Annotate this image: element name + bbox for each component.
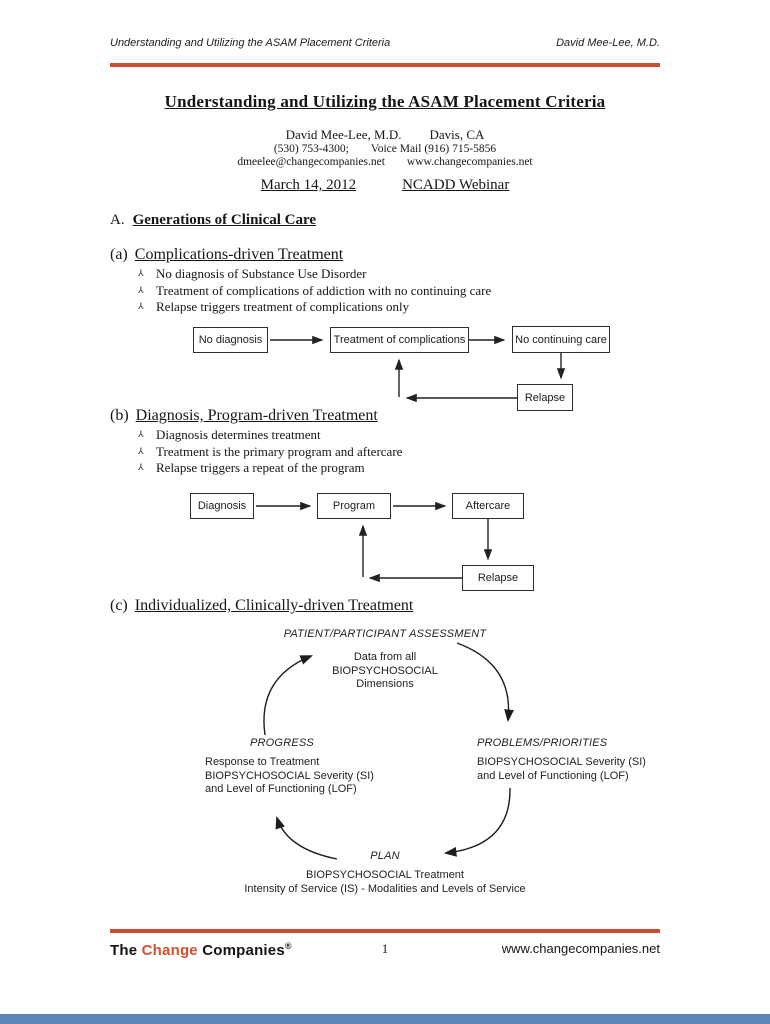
contact-line-3: dmeelee@changecompanies.net www.changecom… [110, 156, 660, 168]
bullet-icon: ⅄ [138, 430, 144, 440]
cycle-text-line: BIOPSYCHOSOCIAL [332, 664, 438, 677]
list-item: ⅄ Treatment is the primary program and a… [110, 444, 660, 461]
cycle-text-line: and Level of Functioning (LOF) [477, 769, 629, 782]
flow-box-aftercare: Aftercare [452, 493, 524, 519]
list-item: ⅄ Treatment of complications of addictio… [110, 283, 660, 300]
cycle-label-plan: PLAN [370, 850, 400, 862]
bullet-icon: ⅄ [138, 446, 144, 457]
email: dmeelee@changecompanies.net [237, 156, 385, 168]
dateline: March 14, 2012 NCADD Webinar [110, 177, 660, 194]
subsection-b-heading: (b) Diagnosis, Program-driven Treatment [110, 407, 660, 425]
cycle-text-problems: BIOPSYCHOSOCIAL Severity (SI) and Level … [477, 756, 646, 783]
subsection-a-prefix: (a) [110, 246, 128, 263]
subsection-c-heading: (c) Individualized, Clinically-driven Tre… [110, 597, 660, 615]
cycle-text-line: Response to Treatment [205, 756, 320, 768]
bullet-text: Treatment is the primary program and aft… [156, 443, 403, 459]
voicemail: Voice Mail (916) 715-5856 [370, 143, 497, 155]
flow-box-program: Program [317, 493, 391, 519]
running-header: Understanding and Utilizing the ASAM Pla… [110, 37, 660, 49]
flow-box-relapse: Relapse [517, 384, 573, 411]
cycle-arrows [263, 642, 514, 860]
brand-logo: The Change Companies® [110, 941, 292, 959]
contact-line-1: David Mee-Lee, M.D. Davis, CA [110, 127, 660, 143]
subsection-c-title: Individualized, Clinically-driven Treatm… [134, 597, 414, 614]
program-flow-diagram: Diagnosis Program Aftercare Relapse [110, 488, 660, 598]
date: March 14, 2012 [260, 177, 357, 193]
cycle-text-line: BIOPSYCHOSOCIAL Severity (SI) [205, 769, 374, 782]
bullet-text: Relapse triggers a repeat of the program [156, 460, 365, 475]
bullet-text: Relapse triggers treatment of complicati… [156, 299, 410, 314]
flow-arrows [270, 335, 566, 403]
bullet-text: Diagnosis determines treatment [156, 427, 321, 442]
section-a-title: Generations of Clinical Care [132, 212, 317, 228]
page-number: 1 [381, 941, 389, 956]
cycle-text-line: BIOPSYCHOSOCIAL Severity (SI) [477, 756, 646, 768]
flow-box-no-diagnosis: No diagnosis [193, 327, 268, 353]
author-name: David Mee-Lee, M.D. [285, 127, 402, 142]
cycle-text-line: and Level of Functioning (LOF) [205, 783, 357, 795]
cycle-text-line: Data from all [353, 651, 417, 663]
flow-box-no-continuing-care: No continuing care [512, 326, 610, 353]
website: www.changecompanies.net [406, 156, 533, 168]
list-item: ⅄ Relapse triggers treatment of complica… [110, 299, 660, 316]
flow-box-diagnosis: Diagnosis [190, 493, 254, 519]
bullet-text: Treatment of complications of addiction … [156, 282, 492, 298]
cycle-label-problems: PROBLEMS/PRIORITIES [477, 737, 608, 749]
subsection-c-prefix: (c) [110, 597, 128, 614]
flow-box-treatment-of-complications: Treatment of complications [330, 327, 469, 353]
brand-change: Change [141, 942, 198, 959]
subsection-b-bullets: ⅄ Diagnosis determines treatment ⅄ Treat… [110, 427, 660, 477]
bullet-icon: ⅄ [138, 269, 144, 279]
list-item: ⅄ No diagnosis of Substance Use Disorder [110, 266, 660, 283]
cycle-label-assessment: PATIENT/PARTICIPANT ASSESSMENT [283, 628, 487, 640]
cycle-text-line: Intensity of Service (IS) - Modalities a… [244, 882, 526, 895]
cycle-text-plan: BIOPSYCHOSOCIAL Treatment Intensity of S… [185, 869, 585, 896]
phone: (530) 753-4300; [273, 143, 349, 155]
subsection-b-prefix: (b) [110, 407, 129, 424]
running-header-author: David Mee-Lee, M.D. [556, 37, 660, 49]
flow-arrows [256, 501, 493, 583]
subsection-b-title: Diagnosis, Program-driven Treatment [135, 407, 378, 424]
header-rule [110, 63, 660, 67]
subsection-a-bullets: ⅄ No diagnosis of Substance Use Disorder… [110, 266, 660, 316]
cycle-text-assessment: Data from all BIOPSYCHOSOCIAL Dimensions [310, 651, 460, 692]
section-a-heading: A. Generations of Clinical Care [110, 212, 660, 229]
section-a-prefix: A. [110, 212, 125, 228]
author-city: Davis, CA [429, 127, 485, 142]
viewer-bottom-bar [0, 1014, 770, 1024]
cycle-text-line: Dimensions [356, 678, 414, 690]
footer-rule [110, 929, 660, 933]
subsection-a-heading: (a) Complications-driven Treatment [110, 246, 660, 264]
footer: 1 The Change Companies® www.changecompan… [110, 941, 660, 959]
footer-website: www.changecompanies.net [501, 941, 660, 956]
flow-box-relapse: Relapse [462, 565, 534, 591]
registered-mark: ® [284, 941, 292, 951]
cycle-text-progress: Response to Treatment BIOPSYCHOSOCIAL Se… [205, 756, 374, 797]
contact-line-2: (530) 753-4300; Voice Mail (916) 715-5856 [110, 143, 660, 155]
cycle-text-line: BIOPSYCHOSOCIAL Treatment [306, 869, 464, 881]
subsection-a-title: Complications-driven Treatment [134, 246, 344, 263]
brand-the: The [110, 942, 142, 959]
bullet-icon: ⅄ [138, 463, 144, 473]
complications-flow-diagram: No diagnosis Treatment of complications … [110, 320, 660, 420]
list-item: ⅄ Relapse triggers a repeat of the progr… [110, 460, 660, 477]
page-title: Understanding and Utilizing the ASAM Pla… [164, 92, 606, 111]
brand-companies: Companies [197, 942, 285, 959]
running-header-title: Understanding and Utilizing the ASAM Pla… [110, 37, 391, 49]
cycle-label-progress: PROGRESS [250, 737, 314, 749]
assessment-cycle-diagram: PATIENT/PARTICIPANT ASSESSMENT Data from… [110, 626, 660, 906]
bullet-icon: ⅄ [138, 302, 144, 312]
bullet-icon: ⅄ [138, 285, 144, 296]
list-item: ⅄ Diagnosis determines treatment [110, 427, 660, 444]
event-name: NCADD Webinar [402, 177, 510, 193]
bullet-text: No diagnosis of Substance Use Disorder [156, 266, 367, 281]
